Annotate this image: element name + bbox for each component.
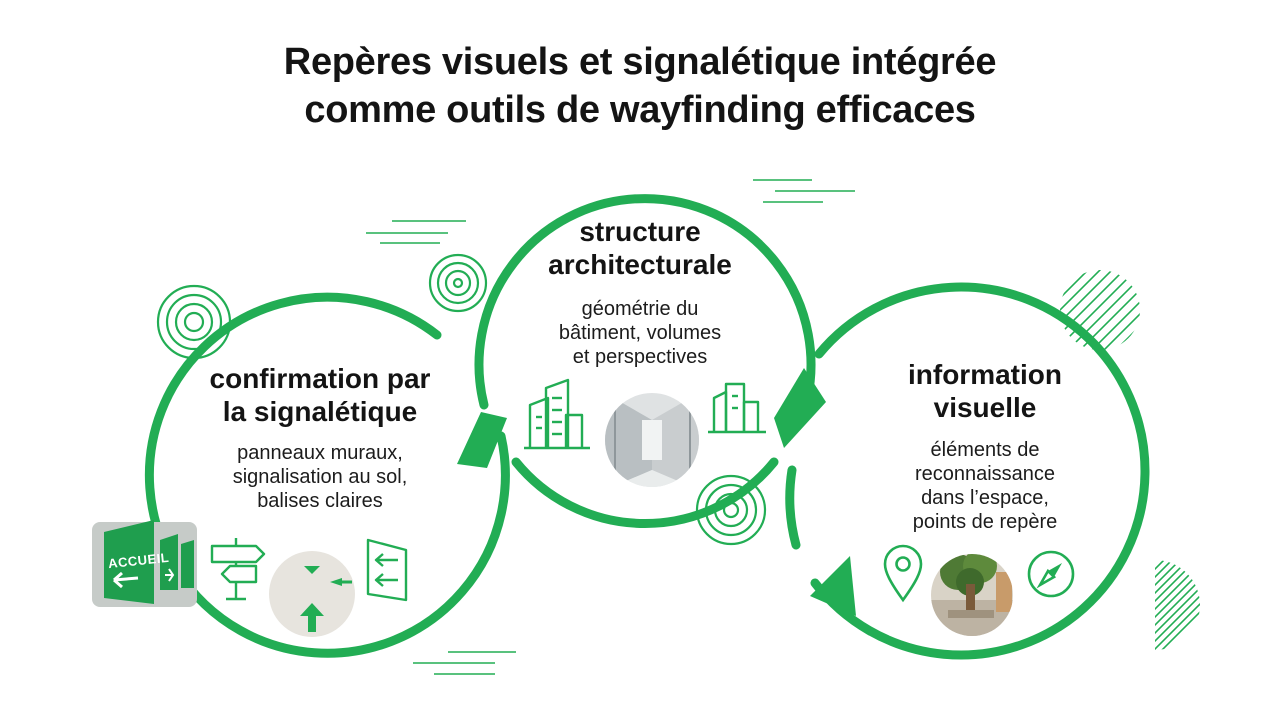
building-outline-icon <box>708 384 766 432</box>
node-right-desc-line-2: reconnaissance <box>845 462 1125 486</box>
arrowhead-center-to-right <box>774 368 826 448</box>
floor-arrows-photo <box>265 550 360 645</box>
node-right-desc-line-1: éléments de <box>845 438 1125 462</box>
node-center-desc-line-3: et perspectives <box>500 345 780 369</box>
node-right-heading-line-1: information <box>835 358 1135 391</box>
node-left-desc-line-3: balises claires <box>170 489 470 513</box>
node-left-heading: confirmation par la signalétique <box>160 362 480 428</box>
tree-photo <box>925 549 1020 645</box>
node-right-description: éléments de reconnaissance dans l’espace… <box>845 438 1125 534</box>
location-pin-icon <box>885 546 921 600</box>
node-center-heading-line-1: structure <box>490 215 790 248</box>
node-left-desc-line-2: signalisation au sol, <box>170 465 470 489</box>
decor-speed-lines-top-left <box>366 221 466 243</box>
compass-icon <box>1029 552 1073 596</box>
node-left-heading-line-1: confirmation par <box>160 362 480 395</box>
decor-rings-center-top <box>430 255 486 311</box>
node-left-heading-line-2: la signalétique <box>160 395 480 428</box>
arrow-board-icon <box>368 540 406 600</box>
signpost-icon <box>212 538 264 599</box>
node-right-heading-line-2: visuelle <box>835 391 1135 424</box>
decor-hatch-bottom-right <box>1140 514 1210 672</box>
node-right-heading: information visuelle <box>835 358 1135 424</box>
decor-speed-lines-top-right <box>753 180 855 202</box>
node-center-desc-line-1: géométrie du <box>500 297 780 321</box>
node-center-heading-line-2: architecturale <box>490 248 790 281</box>
decor-rings-left <box>158 286 230 358</box>
decor-speed-lines-bottom <box>413 652 516 674</box>
node-left-desc-line-1: panneaux muraux, <box>170 441 470 465</box>
buildings-icon <box>524 380 590 448</box>
node-right-desc-line-3: dans l’espace, <box>845 486 1125 510</box>
node-center-description: géométrie du bâtiment, volumes et perspe… <box>500 297 780 369</box>
node-center-desc-line-2: bâtiment, volumes <box>500 321 780 345</box>
node-left-description: panneaux muraux, signalisation au sol, b… <box>170 441 470 513</box>
node-right-desc-line-4: points de repère <box>845 510 1125 534</box>
arc-right-inner <box>790 470 796 545</box>
corridor-photo <box>600 390 710 500</box>
node-center-heading: structure architecturale <box>490 215 790 281</box>
